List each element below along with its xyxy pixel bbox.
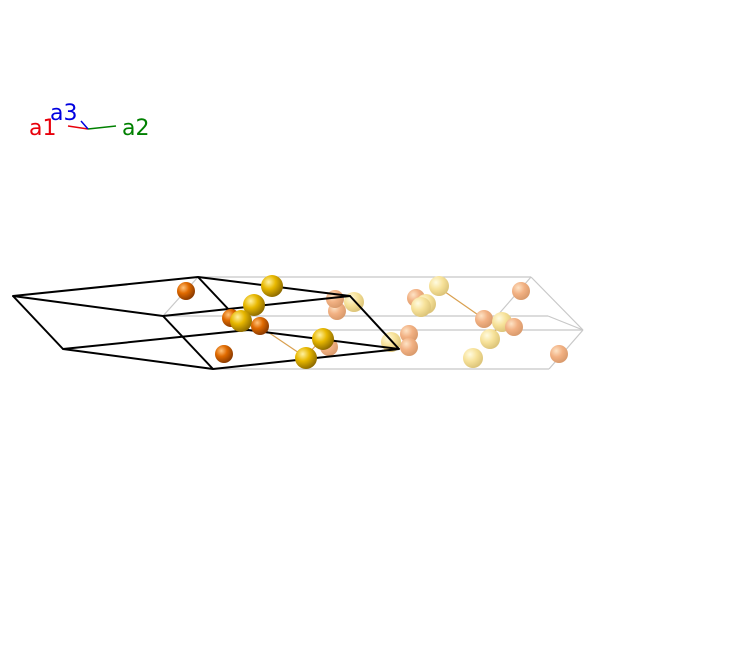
atom-yellow-image: [480, 329, 500, 349]
bonds: [239, 286, 503, 358]
axis-a1-line: [67, 125, 89, 130]
atom-orange: [215, 345, 233, 363]
atom-yellow-image: [429, 276, 449, 296]
atom-yellow-image: [463, 348, 483, 368]
atom-orange-image: [505, 318, 523, 336]
atom-orange-image: [475, 310, 493, 328]
primary-cell: [12, 276, 400, 370]
axis-a2-line: [87, 125, 117, 130]
atom-orange-image: [550, 345, 568, 363]
axis-a1-label: a1: [29, 116, 56, 141]
axis-a2-label: a2: [122, 116, 149, 141]
atom-orange: [251, 317, 269, 335]
axis-a3-label: a3: [50, 101, 77, 126]
atom-yellow: [243, 294, 265, 316]
atom-orange-image: [400, 338, 418, 356]
atom-orange: [177, 282, 195, 300]
atom-orange-image: [400, 325, 418, 343]
atom-yellow: [261, 275, 283, 297]
axis-indicator: a1 a3 a2: [29, 101, 149, 141]
atom-yellow: [295, 347, 317, 369]
atom-yellow: [230, 310, 252, 332]
primary-atoms: [177, 275, 334, 369]
atom-orange-image: [512, 282, 530, 300]
axis-a3-line: [80, 120, 89, 130]
atom-yellow-image: [411, 297, 431, 317]
atom-yellow: [312, 328, 334, 350]
